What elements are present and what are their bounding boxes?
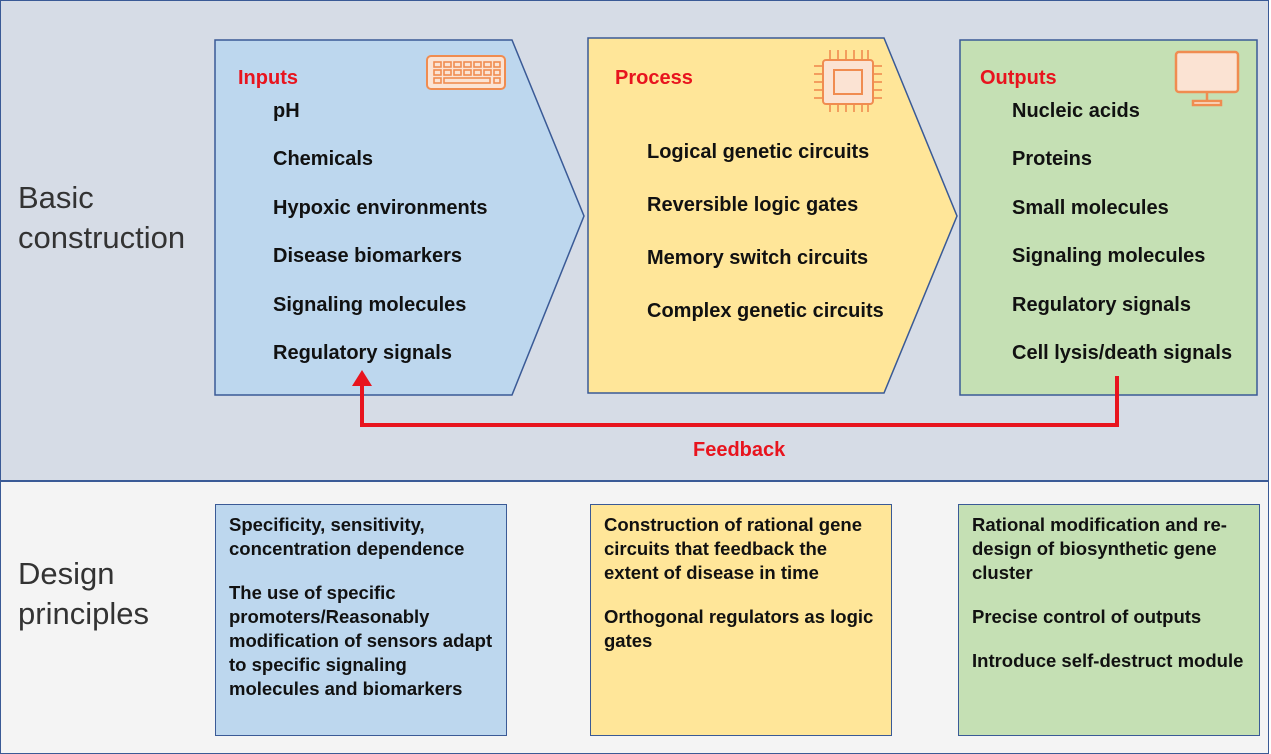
outputs-item: Proteins [1012,148,1093,170]
title-line-1: Basic [18,180,94,215]
feedback-arrow [360,376,1119,427]
inputs-item: Disease biomarkers [273,245,463,267]
principle-text: Rational modification and re-design of b… [972,514,1227,583]
outputs-heading: Outputs [980,67,1057,89]
feedback-arrow-head [352,370,372,386]
outputs-item: Nucleic acids [1012,100,1140,122]
inputs-item: Chemicals [273,148,374,170]
principle-text: Construction of rational gene circuits t… [604,514,862,583]
principle-text: Introduce self-destruct module [972,650,1244,671]
inputs-item: pH [273,100,300,122]
design-principles-title: Design principles [18,554,149,634]
monitor-icon [1174,50,1240,107]
inputs-item: Signaling molecules [273,294,467,316]
process-shape [587,37,958,394]
inputs-shape [214,39,585,396]
process-item: Complex genetic circuits [647,300,884,322]
basic-construction-title: Basic construction [18,178,185,258]
outputs-item: Small molecules [1012,197,1169,219]
feedback-label: Feedback [693,439,786,461]
outputs-principles-box: Rational modification and re-design of b… [958,504,1260,736]
outputs-item: Signaling molecules [1012,245,1206,267]
inputs-principles-box: Specificity, sensitivity, concentration … [215,504,507,736]
outputs-item: Regulatory signals [1012,294,1191,316]
process-heading: Process [615,67,693,89]
inputs-heading: Inputs [238,67,298,89]
cpu-chip-icon [814,50,882,112]
title-line-2: construction [18,220,186,255]
process-item: Memory switch circuits [647,247,869,269]
inputs-item: Hypoxic environments [273,197,488,219]
title-line-1: Design [18,556,115,591]
principle-text: Precise control of outputs [972,606,1202,627]
inputs-item: Regulatory signals [273,342,452,364]
process-item: Reversible logic gates [647,194,859,216]
process-item: Logical genetic circuits [647,141,870,163]
flow-diagram [214,37,1258,427]
principle-text: Specificity, sensitivity, concentration … [229,514,465,559]
principle-text: The use of specific promoters/Reasonably… [229,582,493,699]
principle-text: Orthogonal regulators as logic gates [604,606,874,651]
keyboard-icon [426,55,506,90]
outputs-item: Cell lysis/death signals [1012,342,1233,364]
title-line-2: principles [18,596,149,631]
process-principles-box: Construction of rational gene circuits t… [590,504,892,736]
